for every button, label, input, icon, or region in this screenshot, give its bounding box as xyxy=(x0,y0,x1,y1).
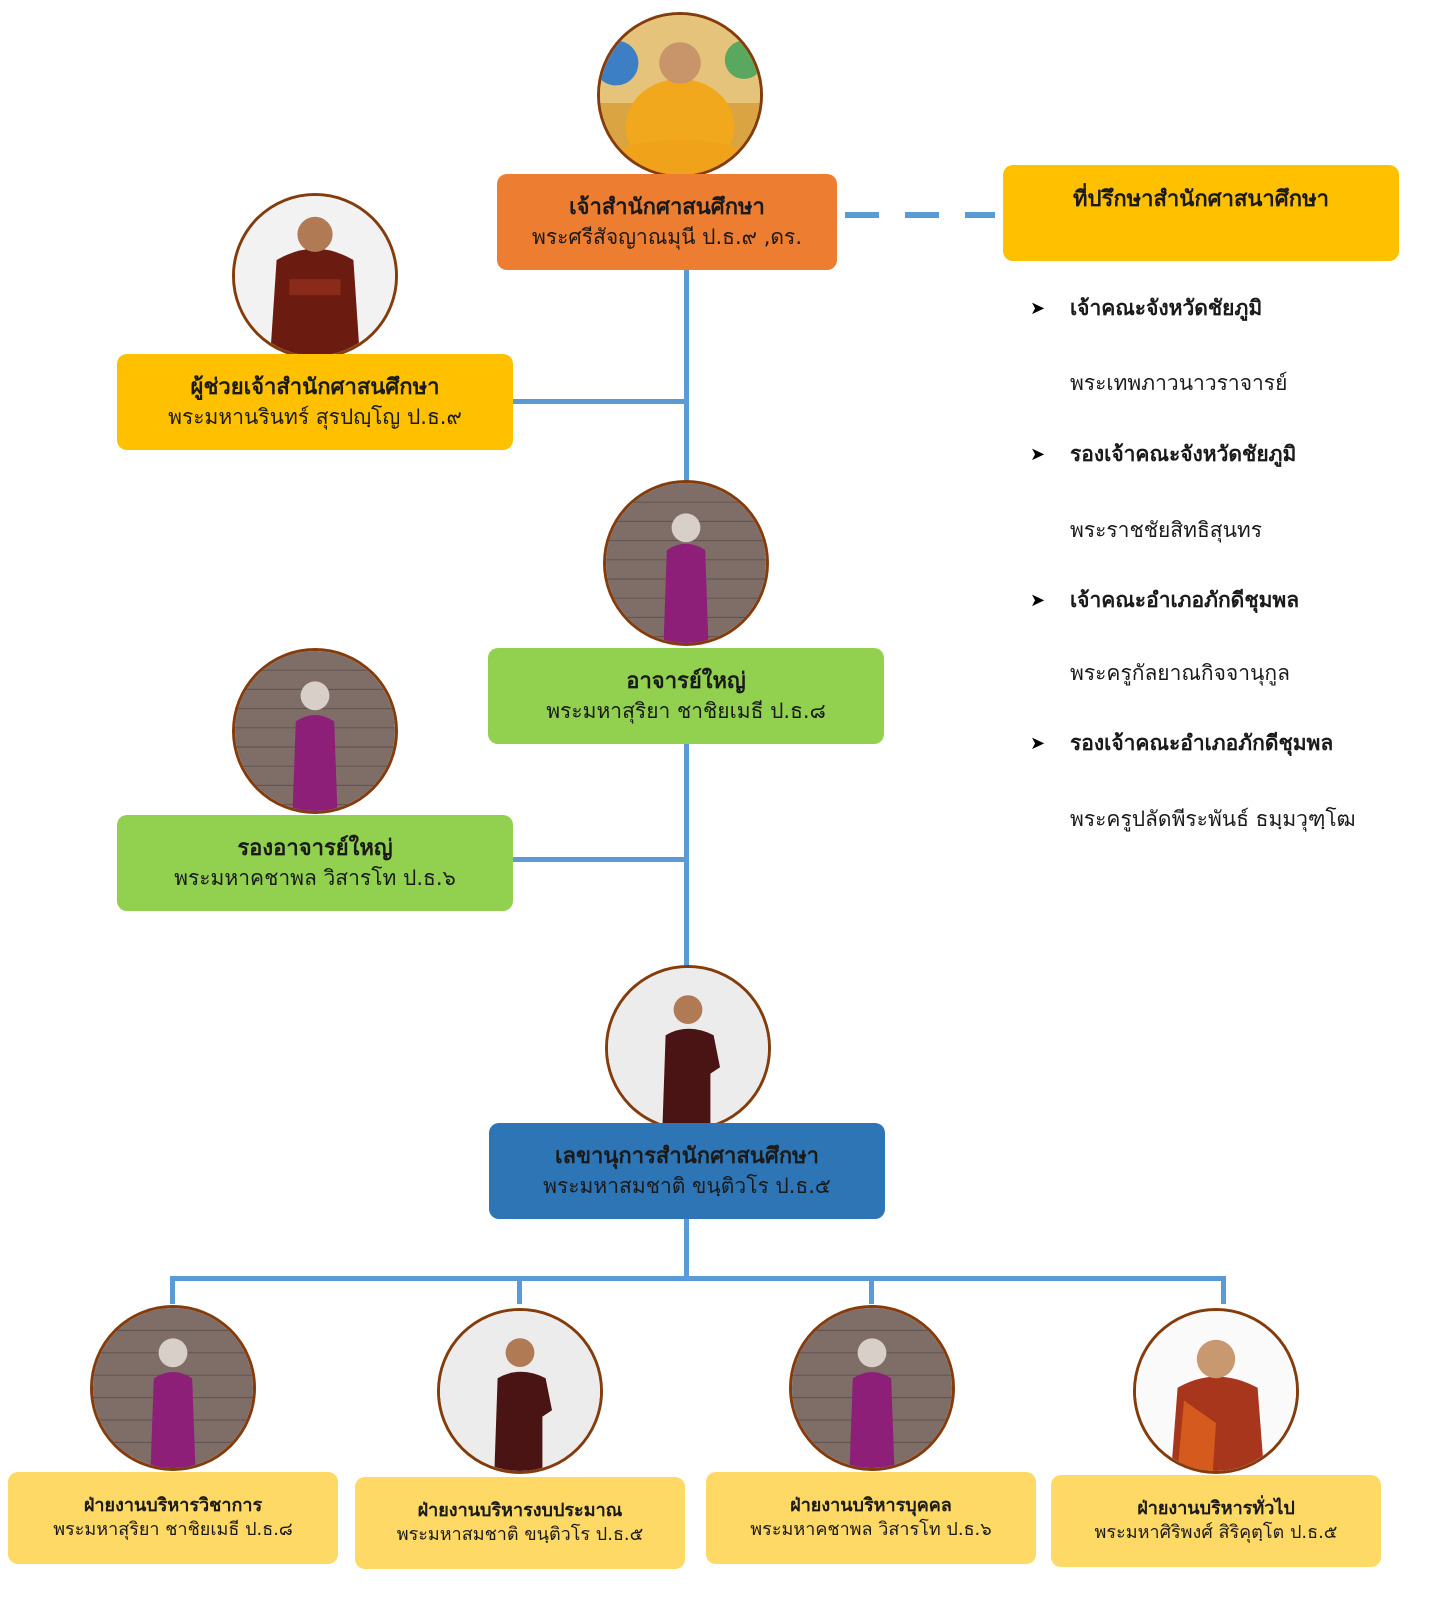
advisor-item-1: ➤ เจ้าคณะจังหวัดชัยภูมิ xyxy=(1030,292,1262,325)
connector-trunk-mid xyxy=(684,742,689,967)
advisor-title: รองเจ้าคณะจังหวัดชัยภูมิ xyxy=(1070,442,1297,466)
assistant-title: ผู้ช่วยเจ้าสำนักศาสนศึกษา xyxy=(190,374,440,400)
advisor-dash-1 xyxy=(845,212,879,218)
advisor-name: พระครูปลัดพีระพันธ์ ธมฺมวุฑฺโฒ xyxy=(1070,807,1356,831)
deputy-head-name: พระมหาคชาพล วิสารโท ป.ธ.๖ xyxy=(174,865,456,890)
assistant-name: พระมหานรินทร์ สุรปญฺโญ ป.ธ.๙ xyxy=(168,404,462,429)
department-name: พระมหาศิริพงศ์ สิริคุตฺโต ป.ธ.๕ xyxy=(1094,1522,1338,1543)
department-title: ฝ่ายงานบริหารงบประมาณ xyxy=(417,1499,623,1521)
advisor-item-4: ➤ รองเจ้าคณะอำเภอภักดีชุมพล xyxy=(1030,727,1333,760)
connector-dept-4 xyxy=(1221,1276,1226,1304)
connector-trunk-top xyxy=(684,268,689,483)
secretary-title: เลขานุการสำนักศาสนศึกษา xyxy=(555,1143,819,1169)
connector-trunk-bottom xyxy=(684,1218,689,1280)
arrow-bullet-icon: ➤ xyxy=(1030,298,1046,319)
department-box-2: ฝ่ายงานบริหารงบประมาณ พระมหาสมชาติ ขนฺติ… xyxy=(355,1477,685,1569)
advisor-title: เจ้าคณะอำเภอภักดีชุมพล xyxy=(1070,588,1300,612)
arrow-bullet-icon: ➤ xyxy=(1030,444,1046,465)
department-box-4: ฝ่ายงานบริหารทั่วไป พระมหาศิริพงศ์ สิริค… xyxy=(1051,1475,1381,1567)
department-1-photo xyxy=(90,1305,256,1471)
deputy-head-title: รองอาจารย์ใหญ่ xyxy=(237,835,393,861)
department-name: พระมหาคชาพล วิสารโท ป.ธ.๖ xyxy=(750,1519,992,1540)
connector-assistant xyxy=(510,399,689,404)
department-title: ฝ่ายงานบริหารทั่วไป xyxy=(1137,1497,1295,1519)
advisor-title: รองเจ้าคณะอำเภอภักดีชุมพล xyxy=(1070,731,1334,755)
deputy-head-photo xyxy=(232,648,398,814)
department-4-photo xyxy=(1133,1308,1299,1474)
head-teacher-name: พระมหาสุริยา ชาชิยเมธี ป.ธ.๘ xyxy=(546,698,826,723)
advisor-item-2: ➤ รองเจ้าคณะจังหวัดชัยภูมิ xyxy=(1030,438,1296,471)
deputy-head-box: รองอาจารย์ใหญ่ พระมหาคชาพล วิสารโท ป.ธ.๖ xyxy=(117,815,513,911)
connector-deputy xyxy=(510,857,689,862)
department-2-photo xyxy=(437,1308,603,1474)
secretary-photo xyxy=(605,965,771,1131)
department-box-3: ฝ่ายงานบริหารบุคคล พระมหาคชาพล วิสารโท ป… xyxy=(706,1472,1036,1564)
secretary-name: พระมหาสมชาติ ขนฺติวโร ป.ธ.๕ xyxy=(543,1173,831,1198)
advisor-name: พระครูกัลยาณกิจจานุกูล xyxy=(1070,661,1290,685)
assistant-box: ผู้ช่วยเจ้าสำนักศาสนศึกษา พระมหานรินทร์ … xyxy=(117,354,513,450)
assistant-photo xyxy=(232,193,398,359)
director-name: พระศรีสัจญาณมุนี ป.ธ.๙ ,ดร. xyxy=(532,224,802,249)
advisor-dash-3 xyxy=(965,212,995,218)
head-teacher-photo xyxy=(603,480,769,646)
connector-dept-2 xyxy=(517,1276,522,1304)
department-title: ฝ่ายงานบริหารบุคคล xyxy=(790,1494,952,1516)
advisor-name: พระราชชัยสิทธิสุนทร xyxy=(1070,518,1263,542)
advisor-item-3: ➤ เจ้าคณะอำเภอภักดีชุมพล xyxy=(1030,584,1299,617)
advisor-dash-2 xyxy=(905,212,939,218)
arrow-bullet-icon: ➤ xyxy=(1030,733,1046,754)
director-title: เจ้าสำนักศาสนศึกษา xyxy=(569,194,765,220)
arrow-bullet-icon: ➤ xyxy=(1030,590,1046,611)
department-box-1: ฝ่ายงานบริหารวิชาการ พระมหาสุริยา ชาชิยเ… xyxy=(8,1472,338,1564)
department-name: พระมหาสุริยา ชาชิยเมธี ป.ธ.๘ xyxy=(53,1519,293,1540)
connector-dept-3 xyxy=(869,1276,874,1304)
connector-departments xyxy=(170,1276,1226,1281)
director-photo xyxy=(597,12,763,178)
advisor-box-title: ที่ปรึกษาสำนักศาสนาศึกษา xyxy=(1073,187,1329,212)
secretary-box: เลขานุการสำนักศาสนศึกษา พระมหาสมชาติ ขนฺ… xyxy=(489,1123,885,1219)
director-box: เจ้าสำนักศาสนศึกษา พระศรีสัจญาณมุนี ป.ธ.… xyxy=(497,174,837,270)
connector-dept-1 xyxy=(170,1276,175,1304)
department-title: ฝ่ายงานบริหารวิชาการ xyxy=(83,1494,263,1516)
advisor-name: พระเทพภาวนาวราจารย์ xyxy=(1070,371,1288,395)
head-teacher-box: อาจารย์ใหญ่ พระมหาสุริยา ชาชิยเมธี ป.ธ.๘ xyxy=(488,648,884,744)
advisor-title: เจ้าคณะจังหวัดชัยภูมิ xyxy=(1070,296,1263,320)
advisor-box: ที่ปรึกษาสำนักศาสนาศึกษา xyxy=(1003,165,1399,261)
head-teacher-title: อาจารย์ใหญ่ xyxy=(626,668,746,694)
department-3-photo xyxy=(789,1305,955,1471)
department-name: พระมหาสมชาติ ขนฺติวโร ป.ธ.๕ xyxy=(396,1524,644,1545)
